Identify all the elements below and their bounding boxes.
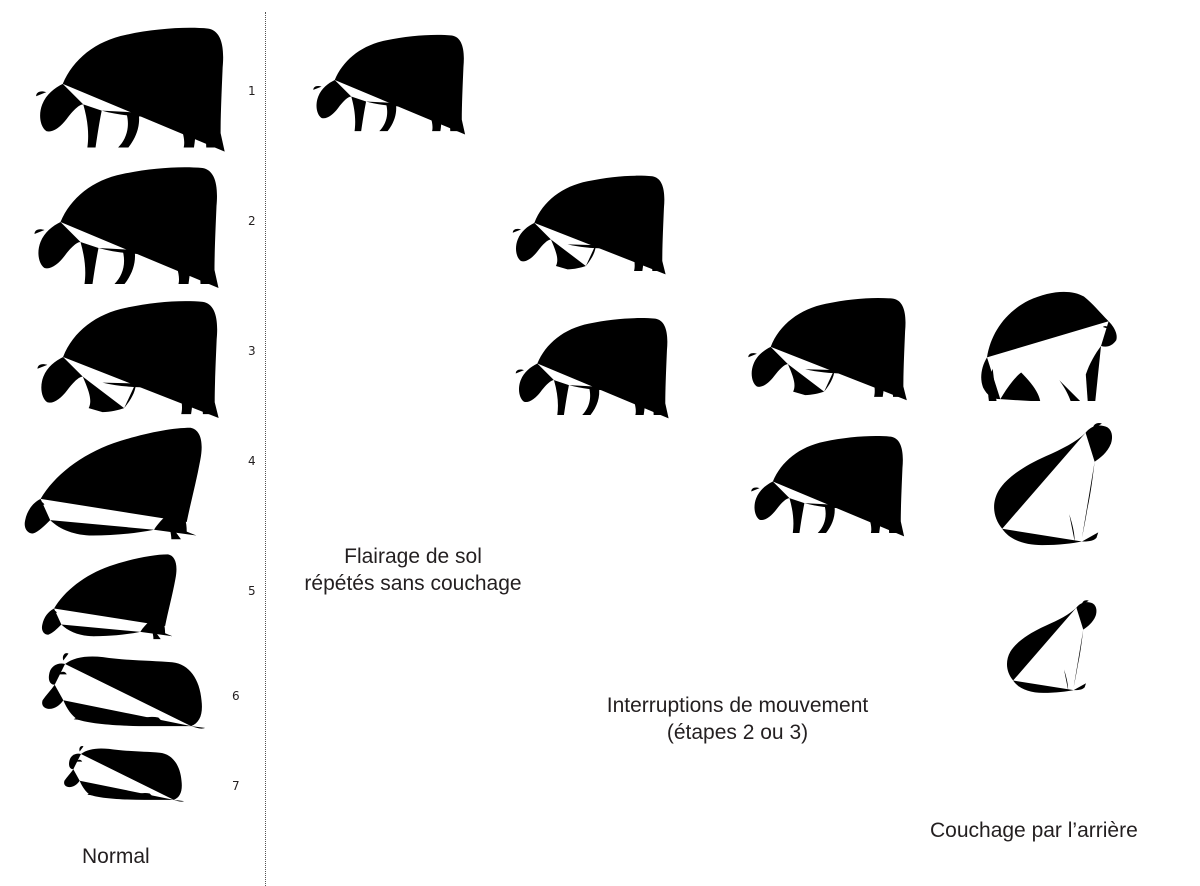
- step-label: 1: [248, 84, 256, 98]
- cow-sniffing-sketch: [310, 15, 475, 150]
- cow-step-2-sketch: [28, 160, 233, 290]
- interruption-label: Interruptions de mouvement (étapes 2 ou …: [560, 692, 915, 746]
- cow-step-7-sketch: [28, 740, 223, 810]
- column-divider: [265, 12, 266, 886]
- sniffing-label-line-2: répétés sans couchage: [272, 570, 554, 597]
- rear-first-label: Couchage par l’arrière: [930, 817, 1138, 844]
- step-label: 7: [232, 779, 240, 793]
- cow-step-6-sketch: [28, 645, 223, 740]
- cow-rear-first-step-2-sketch: [975, 420, 1120, 565]
- sniffing-label-line-1: Flairage de sol: [272, 543, 554, 570]
- cow-interruption-standing-sketch: [742, 430, 920, 538]
- interruption-label-line-1: Interruptions de mouvement: [560, 692, 915, 719]
- step-label: 2: [248, 214, 256, 228]
- cow-step-5-sketch: [10, 550, 215, 645]
- step-label: 3: [248, 344, 256, 358]
- cow-step-1-sketch: [32, 12, 237, 162]
- cow-step-3-sketch: [26, 292, 238, 420]
- normal-label: Normal: [82, 843, 150, 870]
- step-label: 6: [232, 689, 240, 703]
- step-label: 4: [248, 454, 256, 468]
- cow-rear-first-step-1-sketch: [968, 280, 1120, 410]
- cow-step-4-sketch: [10, 422, 225, 547]
- interruption-label-line-2: (étapes 2 ou 3): [560, 719, 915, 746]
- cow-interruption-step-3-sketch: [508, 312, 683, 420]
- sniffing-label: Flairage de sol répétés sans couchage: [272, 543, 554, 597]
- step-label: 5: [248, 584, 256, 598]
- cow-rear-first-step-3-sketch: [975, 598, 1120, 708]
- cow-interruption-step-2-sketch: [505, 168, 680, 276]
- cow-interruption-kneeling-sketch: [742, 290, 920, 402]
